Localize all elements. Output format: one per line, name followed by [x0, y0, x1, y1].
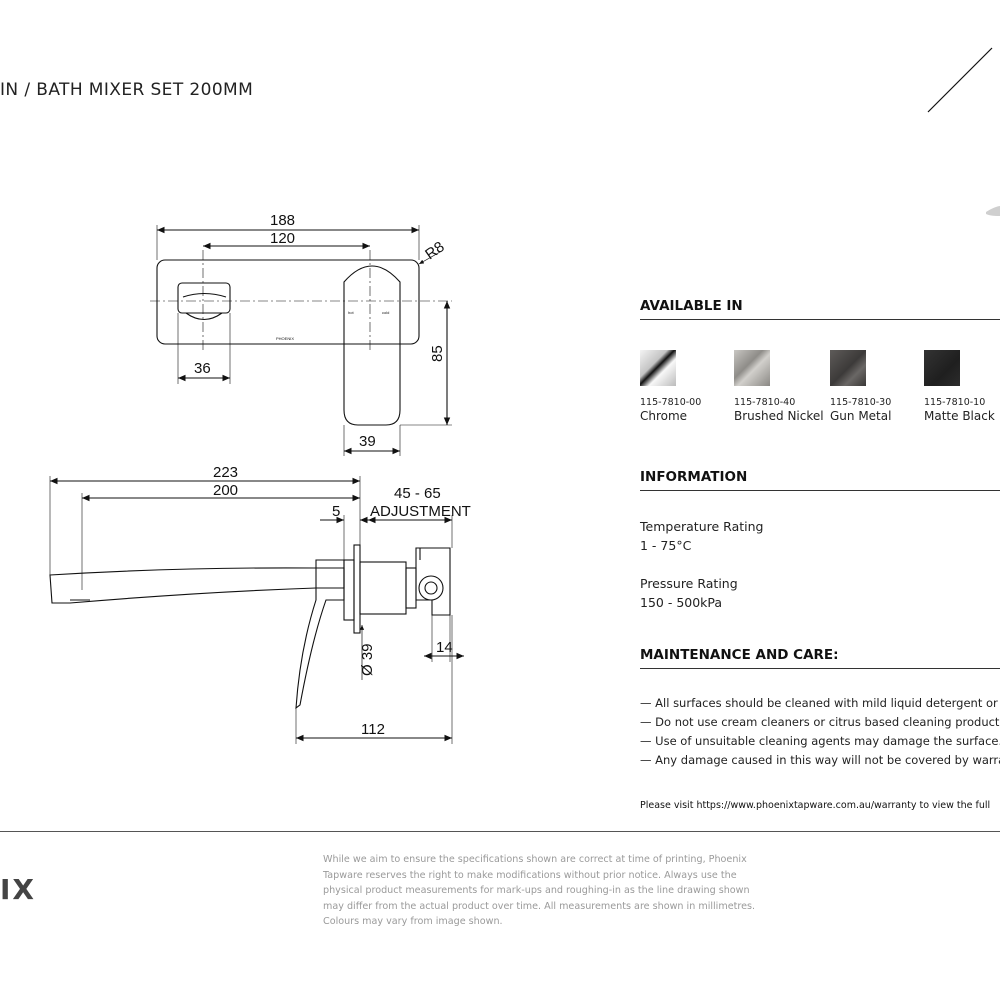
dim-120: 120 — [270, 230, 295, 247]
maintenance-heading: MAINTENANCE AND CARE: — [640, 647, 1000, 669]
available-heading: AVAILABLE IN — [640, 298, 1000, 320]
finish-code: 115-7810-10 — [924, 397, 986, 408]
lever-side — [295, 559, 345, 710]
dim-36: 36 — [194, 360, 211, 377]
dim-112: 112 — [361, 721, 385, 738]
finish-swatch-brushed-nickel[interactable] — [734, 350, 770, 386]
temperature-label: Temperature Rating — [640, 519, 764, 534]
plate-brand: PHOENIX — [276, 336, 294, 341]
technical-drawing: 188 120 R8 36 85 39 223 200 45 - 65 ADJU… — [49, 212, 471, 744]
dim-188: 188 — [270, 212, 295, 229]
spout-side — [49, 567, 345, 604]
finish-swatch-matte-black[interactable] — [924, 350, 960, 386]
finish-name: Gun Metal — [830, 409, 892, 423]
footer-divider — [0, 831, 1000, 832]
footer-brand-logo: IX — [0, 873, 37, 906]
page-title: IN / BATH MIXER SET 200MM — [0, 80, 254, 100]
dim-r8: R8 — [422, 238, 447, 263]
dim-14: 14 — [436, 639, 453, 656]
dim-85: 85 — [429, 345, 446, 362]
dim-5: 5 — [332, 503, 340, 520]
maintenance-item: — All surfaces should be cleaned with mi… — [640, 696, 998, 710]
maintenance-item: — Use of unsuitable cleaning agents may … — [640, 734, 1000, 748]
warranty-link-text[interactable]: Please visit https://www.phoenixtapware.… — [640, 800, 991, 811]
finish-swatch-gun-metal[interactable] — [830, 350, 866, 386]
finish-name: Matte Black — [924, 409, 995, 423]
finish-code: 115-7810-30 — [830, 397, 892, 408]
pressure-label: Pressure Rating — [640, 576, 738, 591]
dim-adjustment: ADJUSTMENT — [370, 503, 471, 520]
footer-disclaimer: While we aim to ensure the specification… — [323, 854, 756, 928]
decorative-corner — [927, 47, 1000, 216]
temperature-value: 1 - 75°C — [640, 538, 692, 553]
dim-39: 39 — [359, 433, 376, 450]
pressure-value: 150 - 500kPa — [640, 595, 723, 610]
spout-outlet — [177, 282, 231, 314]
finish-name: Chrome — [640, 409, 688, 423]
dim-45-65: 45 - 65 — [394, 485, 441, 502]
finish-code: 115-7810-40 — [734, 397, 796, 408]
information-heading: INFORMATION — [640, 469, 1000, 491]
finish-swatch-chrome[interactable] — [640, 350, 676, 386]
dim-200: 200 — [213, 482, 238, 499]
backplate-outline — [156, 259, 420, 345]
dim-dia-39: Ø 39 — [359, 643, 376, 676]
mixer-handle — [343, 265, 401, 426]
finish-name: Brushed Nickel — [734, 409, 824, 423]
maintenance-item: — Do not use cream cleaners or citrus ba… — [640, 715, 1000, 729]
label-hot: hot — [348, 310, 354, 315]
finish-code: 115-7810-00 — [640, 397, 702, 408]
label-cold: cold — [382, 310, 389, 315]
maintenance-item: — Any damage caused in this way will not… — [640, 753, 1000, 767]
dim-223: 223 — [213, 464, 238, 481]
